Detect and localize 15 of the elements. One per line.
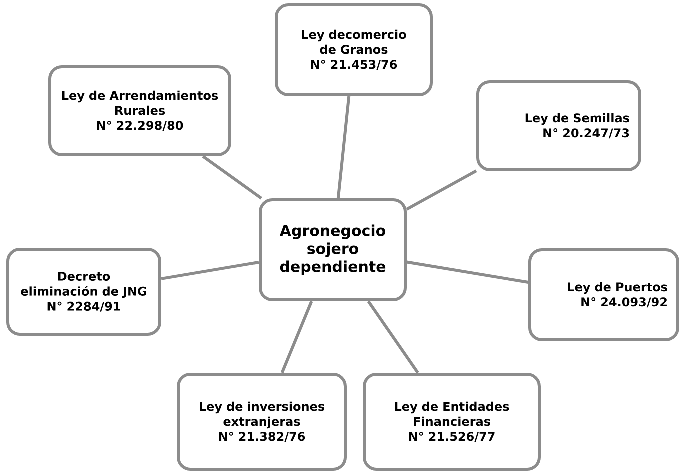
law-box: Ley decomercio de Granos N° 21.453/76 xyxy=(275,4,433,96)
connector-line xyxy=(161,261,260,280)
connector-line xyxy=(406,260,529,284)
law-box: Agronegocio sojero dependiente xyxy=(259,198,407,302)
law-box: Ley de Arrendamientos Rurales N° 22.298/80 xyxy=(48,66,232,156)
law-box: Ley de Entidades Financieras N° 21.526/77 xyxy=(363,373,541,471)
law-box: Ley de inversiones extranjeras N° 21.382/76 xyxy=(177,373,347,471)
connector-line xyxy=(406,170,478,211)
connector-line xyxy=(336,96,351,199)
law-box: Ley de Semillas N° 20.247/73 xyxy=(476,80,642,172)
connector-line xyxy=(367,300,420,374)
law-box: Ley de Puertos N° 24.093/92 xyxy=(528,248,680,342)
connector-line xyxy=(202,155,262,200)
law-box: Decreto eliminación de JNG N° 2284/91 xyxy=(6,248,162,336)
connector-line xyxy=(280,300,314,374)
